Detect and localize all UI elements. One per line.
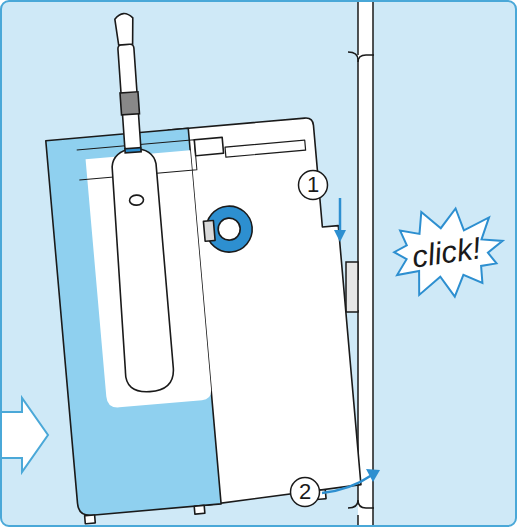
shape-outline bbox=[299, 171, 328, 200]
sound-label: click! bbox=[410, 232, 483, 272]
direction-arrow bbox=[2, 398, 48, 472]
callout-text: 2 bbox=[299, 481, 311, 503]
shape-outline bbox=[394, 208, 502, 296]
motion-arrows bbox=[322, 198, 380, 493]
shape-outline bbox=[291, 478, 320, 507]
toothbrush bbox=[100, 12, 174, 393]
callout-number: 1 bbox=[297, 169, 329, 201]
click-burst: click! bbox=[383, 206, 510, 299]
callout-number: 2 bbox=[289, 476, 321, 508]
callout-text: 1 bbox=[307, 174, 319, 196]
charger-unit bbox=[46, 116, 362, 524]
